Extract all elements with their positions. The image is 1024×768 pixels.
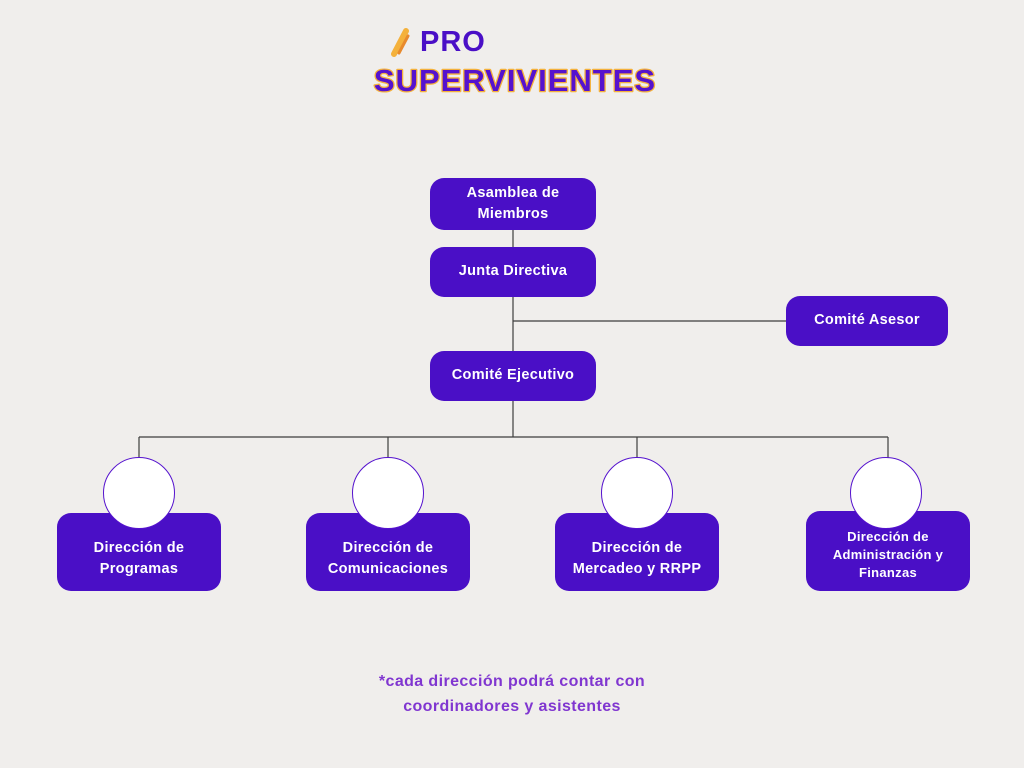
brand-name-bottom-wrap: SUPERVIVIENTES <box>373 62 657 100</box>
node-label: Dirección de Comunicaciones <box>327 539 449 577</box>
node-asamblea-de-miembros: Asamblea de Miembros <box>430 178 596 230</box>
brand-name-top: PRO <box>420 26 486 58</box>
avatar-circle-mercadeo <box>601 457 673 529</box>
avatar-circle-administracion <box>850 457 922 529</box>
logo: PRO <box>385 26 486 59</box>
node-label: Asamblea de Miembros <box>466 184 560 222</box>
node-label: Comité Ejecutivo <box>451 367 575 384</box>
brand-name-bottom: SUPERVIVIENTES <box>374 63 656 98</box>
footnote-line-2: coordinadores y asistentes <box>403 697 621 715</box>
node-label: Dirección de Mercadeo y RRPP <box>572 539 702 577</box>
brush-stroke-icon <box>391 27 410 57</box>
node-label: Comité Asesor <box>814 312 920 329</box>
node-label: Junta Directiva <box>458 263 568 280</box>
footnote-line-1: *cada dirección podrá contar con <box>378 673 646 690</box>
node-comite-ejecutivo: Comité Ejecutivo <box>430 351 596 401</box>
node-junta-directiva: Junta Directiva <box>430 247 596 297</box>
avatar-circle-comunicaciones <box>352 457 424 529</box>
avatar-circle-programas <box>103 457 175 529</box>
footnote: *cada dirección podrá contar con coordin… <box>0 670 1024 720</box>
node-comite-asesor: Comité Asesor <box>786 296 948 346</box>
node-label: Dirección de Administración y Finanzas <box>832 528 944 581</box>
node-label: Dirección de Programas <box>93 539 185 577</box>
